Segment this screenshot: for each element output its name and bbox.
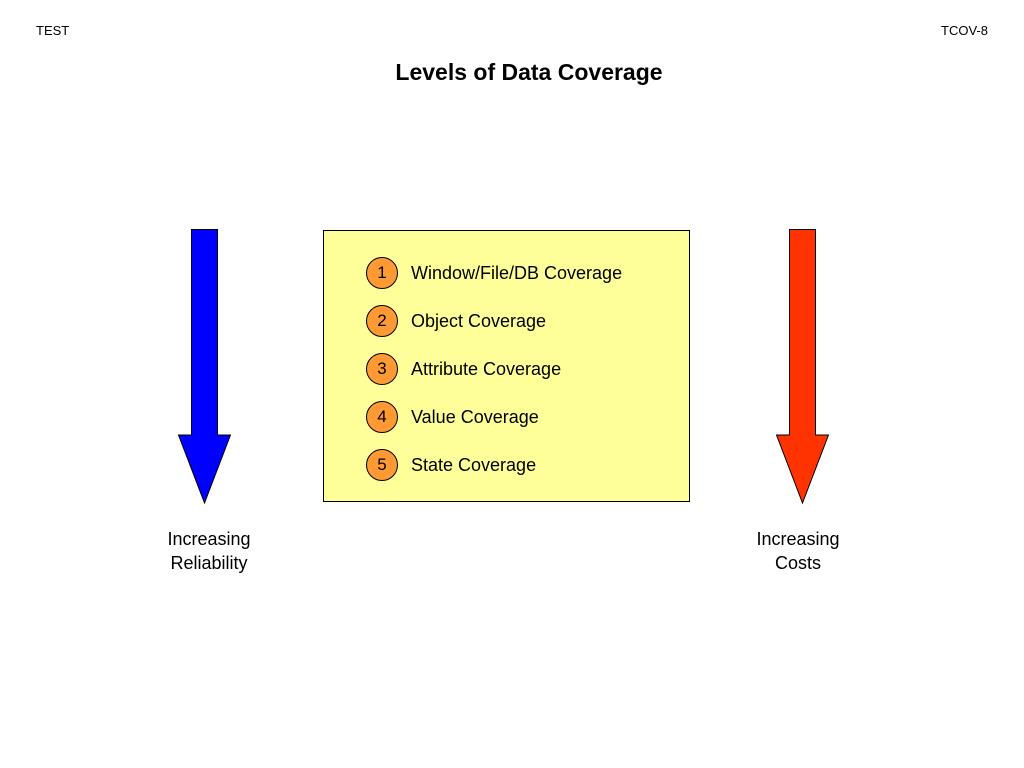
level-item-4: 4 Value Coverage (366, 401, 539, 433)
coverage-levels-box: 1 Window/File/DB Coverage 2 Object Cover… (323, 230, 690, 502)
costs-arrow (775, 229, 830, 505)
reliability-caption: Increasing Reliability (129, 527, 289, 575)
reliability-arrow (177, 229, 232, 505)
costs-arrow-shape (775, 229, 830, 505)
level-number-badge-5: 5 (366, 449, 398, 481)
level-label-2: Object Coverage (411, 310, 547, 331)
level-number-badge-2: 2 (366, 305, 398, 337)
header-left-label: TEST (36, 23, 70, 38)
level-number-badge-4: 4 (366, 401, 398, 433)
level-label-1: Window/File/DB Coverage (411, 262, 623, 283)
reliability-arrow-shape (177, 229, 232, 505)
costs-caption-line-2: Costs (774, 553, 821, 573)
page-title: Levels of Data Coverage (395, 59, 663, 85)
level-item-1: 1 Window/File/DB Coverage (366, 257, 622, 289)
level-item-2: 2 Object Coverage (366, 305, 546, 337)
level-label-4: Value Coverage (411, 406, 539, 427)
costs-caption-line-1: Increasing (756, 529, 840, 549)
costs-caption: Increasing Costs (718, 527, 878, 575)
reliability-caption-line-1: Increasing (167, 529, 251, 549)
level-item-3: 3 Attribute Coverage (366, 353, 561, 385)
level-number-badge-3: 3 (366, 353, 398, 385)
reliability-caption-line-2: Reliability (170, 553, 248, 573)
level-item-5: 5 State Coverage (366, 449, 536, 481)
level-number-badge-1: 1 (366, 257, 398, 289)
level-label-5: State Coverage (411, 454, 537, 475)
header-right-label: TCOV-8 (941, 23, 988, 38)
level-label-3: Attribute Coverage (411, 358, 562, 379)
